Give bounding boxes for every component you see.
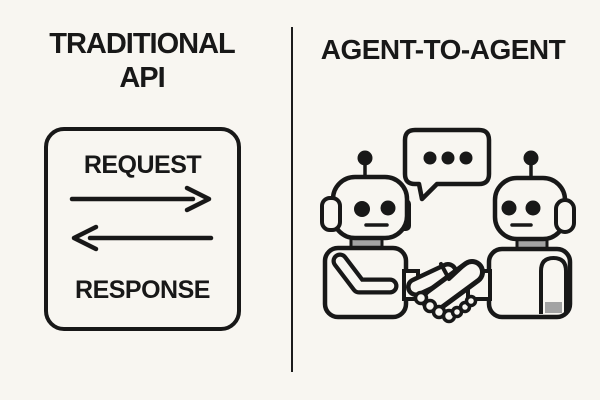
robot-right-icon [486,150,576,320]
speech-bubble-icon [402,127,492,202]
left-panel-title: TRADITIONAL API [16,27,268,95]
left-panel-title-line2: API [119,62,165,94]
handshake-icon [402,259,492,324]
robots-handshake-illustration [320,127,576,324]
response-arrow-left-icon [71,224,214,252]
request-label: REQUEST [83,151,202,179]
request-response-box: REQUEST RESPONSE [44,127,241,331]
request-arrow-right-icon [69,185,212,213]
ellipsis-dots-icon [423,151,473,165]
response-label: RESPONSE [75,276,210,304]
right-panel-title: AGENT-TO-AGENT [320,34,566,65]
vertical-divider [291,27,293,372]
robot-left-icon [320,150,411,320]
left-panel-title-line1: TRADITIONAL [49,28,236,60]
